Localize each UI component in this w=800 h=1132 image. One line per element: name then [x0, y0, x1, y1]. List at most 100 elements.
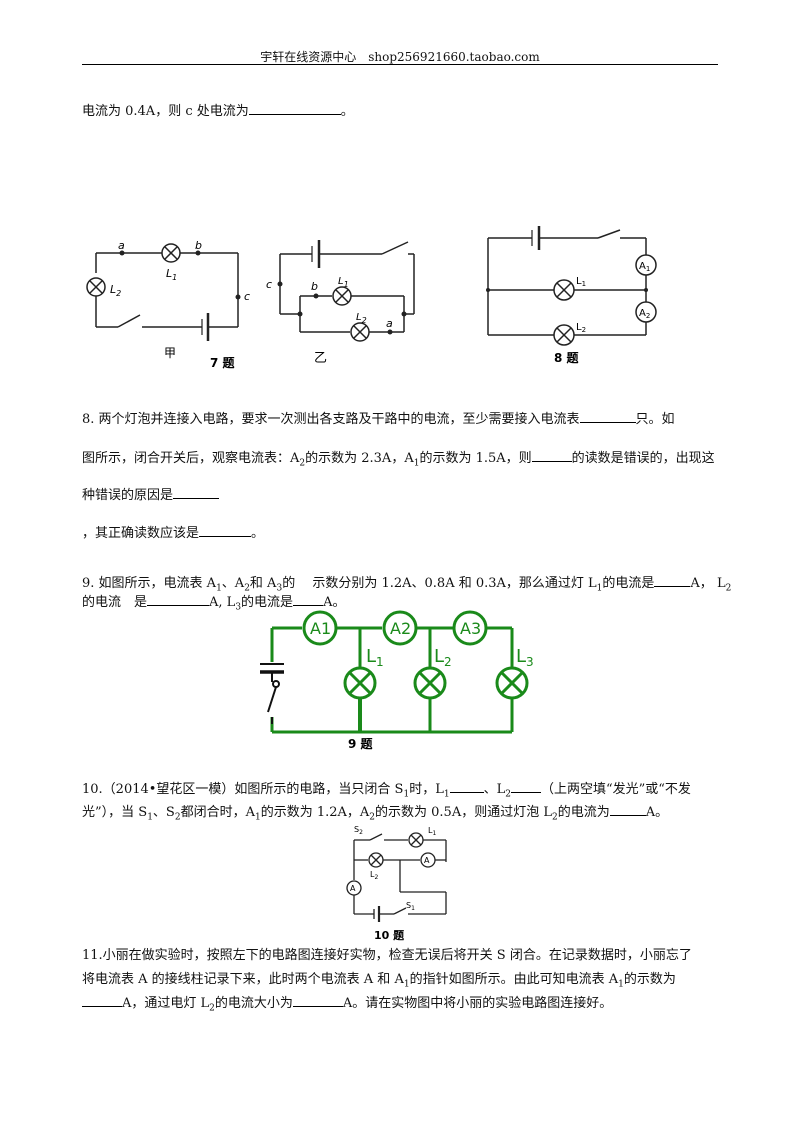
page-header: 宇轩在线资源中心 shop256921660.taobao.com: [260, 50, 540, 64]
q10-l2-d: 的示数为 1.2A，A: [260, 805, 370, 820]
fig10-label-S2: S: [354, 825, 359, 834]
fig7-label-b: b: [195, 239, 202, 252]
fig7-yi-label-L2: L: [356, 312, 362, 323]
fig9-label-L3: L: [516, 646, 526, 667]
fig7-yi-label-c: c: [266, 278, 272, 291]
fig8-label-A2-sub: 2: [646, 312, 650, 320]
fig10-label-L1-sub: 1: [432, 830, 436, 837]
fig9-label-A2: A2: [390, 619, 411, 638]
q10-s3: 2: [505, 789, 511, 800]
q8-blank4: [199, 522, 252, 537]
fig7-label-L1: L: [166, 267, 172, 280]
fig8-label-A2: A: [639, 308, 646, 319]
q10-l2-c: 都闭合时，A: [180, 805, 255, 820]
q9-l1-f: A， L: [690, 576, 726, 591]
svg-text:S1: S1: [406, 901, 415, 912]
svg-text:A2: A2: [639, 308, 650, 320]
q9-s6: 3: [235, 602, 242, 613]
fig7-label-a: a: [118, 239, 125, 252]
fig10-label-L1: L: [428, 826, 433, 835]
q9-l2-c: 的电流是: [241, 595, 294, 610]
q9-l2-b: A, L: [209, 595, 236, 610]
q9-l2-d: A。: [323, 595, 346, 610]
q10-l1-d: （上两空填“发光”或“不发: [540, 782, 691, 797]
fig7-yi-label-b: b: [311, 280, 318, 293]
fig9-diagram: A1 A2 A3 L1 L2 L3 9 题: [260, 610, 534, 751]
q9-s5: 2: [725, 583, 732, 594]
q11-l2-b: 的指针如图所示。由此可知电流表 A: [409, 972, 619, 987]
q10-l2-f: 的电流为: [557, 805, 610, 820]
svg-text:S2: S2: [354, 825, 363, 836]
fig8-label-L1: L: [576, 276, 582, 287]
q10-s1: 1: [403, 789, 410, 800]
q11-l2-a: 将电流表 A 的接线柱记录下来，此时两个电流表 A 和 A: [82, 972, 404, 987]
q9-s1: 1: [216, 583, 222, 594]
q9-line1: 9. 如图所示，电流表 A1、A2和 A3的 示数分别为 1.2A、0.8A 和…: [82, 570, 731, 603]
q8-l2-s1: 2: [299, 458, 306, 469]
q11-line1: 11.小丽在做实验时，按照左下的电路图连接好实物，检查无误后将开关 S 闭合。在…: [82, 948, 692, 963]
fig7-yi-diagram: c b a L1 L2 乙: [266, 240, 415, 366]
fig8-caption: 8 题: [554, 351, 580, 365]
q10-blank3: [609, 801, 646, 816]
fig7-label-L2-sub: 2: [116, 289, 121, 298]
fig10-caption: 10 题: [374, 929, 405, 942]
q11-l3-b: 的电流大小为: [214, 996, 293, 1011]
fig7-label-L1-sub: 1: [172, 273, 177, 282]
fig7-jia-diagram: a b c L1 L2 甲 7 题: [86, 239, 250, 370]
q8-line1: 8. 两个灯泡并连接入电路，要求一次测出各支路及干路中的电流，至少需要接入电流表…: [82, 406, 722, 433]
q10-s7: 2: [369, 812, 376, 823]
fig7-yi-label-a: a: [386, 317, 393, 330]
fig10-label-A1: A: [350, 884, 356, 893]
fig9-label-A1: A1: [310, 619, 331, 638]
q8-l4-a: ，其正确读数应该是: [82, 526, 200, 541]
svg-text:L2: L2: [356, 312, 367, 325]
fig9-caption: 9 题: [348, 737, 374, 751]
fig10-label-L2: L: [370, 870, 375, 879]
q10-blank1: [449, 778, 484, 793]
fig9-label-L3-sub: 3: [526, 655, 534, 669]
q8-l2-s2: 1: [413, 458, 420, 469]
q10-l1-a: 10.（2014•望花区一模）如图所示的电路，当只闭合 S: [82, 782, 404, 797]
q10-s5: 2: [174, 812, 181, 823]
q9-s4: 1: [596, 583, 603, 594]
q8-l4-b: 。: [251, 526, 265, 541]
q11-blank2: [292, 992, 343, 1007]
q8-line2: 图所示，闭合开关后，观察电流表：A2的示数为 2.3A，A1的示数为 1.5A，…: [82, 445, 722, 478]
fig9-label-L1-sub: 1: [376, 655, 384, 669]
q10-s4: 1: [147, 812, 153, 823]
q10-l2-g: A。: [645, 805, 669, 820]
fig7-yi-label-L2-sub: 2: [362, 316, 367, 325]
svg-text:L1: L1: [166, 267, 177, 282]
svg-text:L1: L1: [576, 276, 586, 288]
q9-l1-e: 的电流是: [602, 576, 655, 591]
q8-line3: 种错误的原因是: [82, 482, 722, 509]
q10-s2: 1: [443, 789, 450, 800]
svg-text:L2: L2: [576, 322, 586, 334]
fig7-label-jia: 甲: [164, 346, 176, 360]
q10-s8: 2: [551, 812, 558, 823]
fig7-label-L2: L: [110, 283, 116, 296]
q7-blank: [248, 100, 341, 115]
q11-l3-a: A，通过电灯 L: [122, 996, 210, 1011]
fig10-label-S2-sub: 2: [359, 829, 363, 836]
svg-text:L1: L1: [428, 826, 436, 837]
q9-l1-a: 9. 如图所示，电流表 A: [82, 576, 217, 591]
q11-l2-c: 的示数为: [623, 972, 676, 987]
fig7-label-yi: 乙: [314, 351, 327, 366]
q8-l1-a: 8. 两个灯泡并连接入电路，要求一次测出各支路及干路中的电流，至少需要接入电流表: [82, 412, 580, 427]
q11-s1: 1: [403, 979, 410, 990]
q10-l2-b: 、S: [152, 805, 175, 820]
fig7-yi-label-L1: L: [338, 276, 344, 287]
q9-l1-c: 和 A: [249, 576, 277, 591]
svg-text:L1: L1: [366, 646, 384, 669]
q8-l2-b: 的示数为 2.3A，A: [305, 451, 414, 466]
q10-line1: 10.（2014•望花区一模）如图所示的电路，当只闭合 S1时，L1、L2（上两…: [82, 776, 722, 809]
q11-l3-c: A。请在实物图中将小丽的实验电路图连接好。: [342, 996, 613, 1011]
fig9-label-L2: L: [434, 646, 444, 667]
q8-l1-b: 只。如: [635, 412, 675, 427]
q11-s2: 1: [618, 979, 624, 990]
fig10-diagram: S2 L1 L2 S1 A A 10 题: [346, 825, 447, 942]
fig8-label-A1-sub: 1: [646, 265, 650, 273]
q8-blank2: [531, 447, 572, 462]
